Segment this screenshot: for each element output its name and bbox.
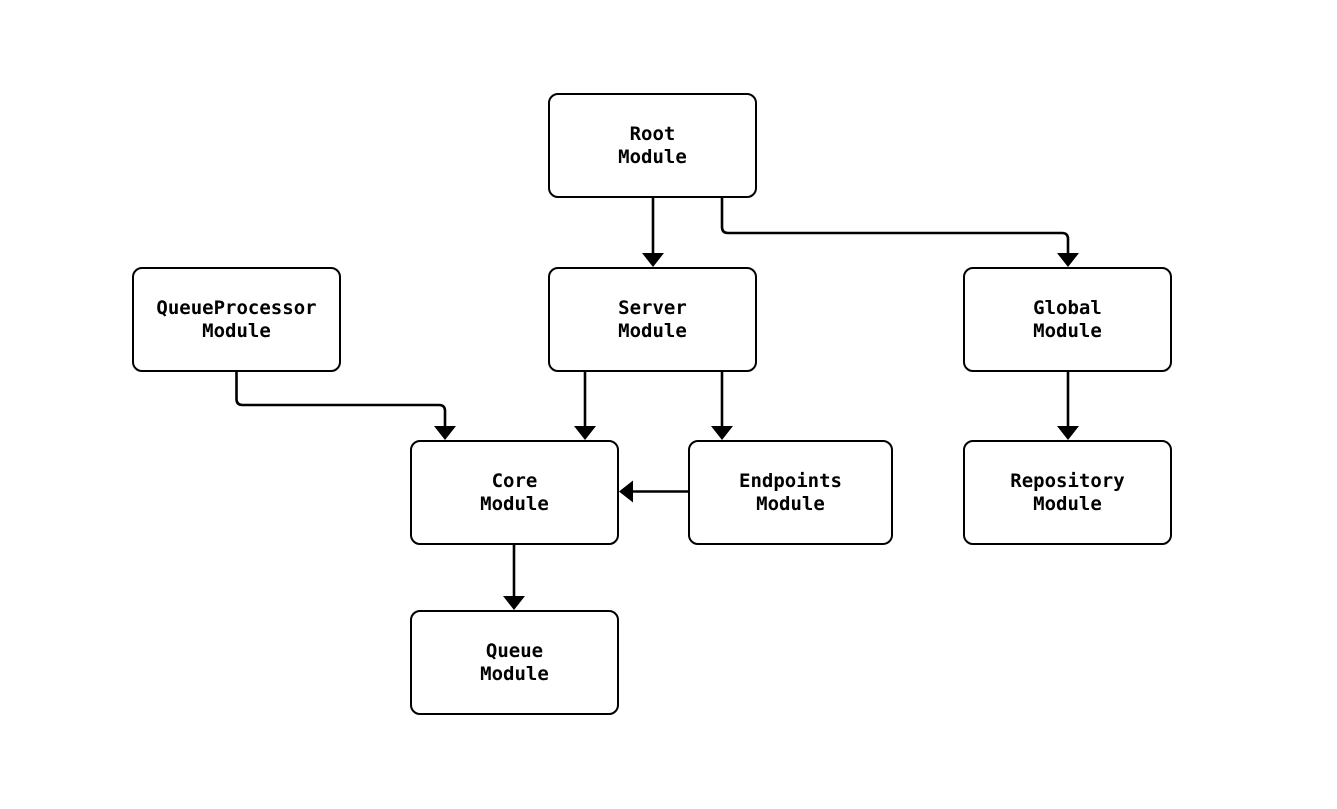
node-repository-label-line2: Module: [1033, 492, 1102, 515]
edge-server-to-endpoints: [711, 372, 733, 440]
node-root-label-line1: Root: [629, 122, 676, 145]
node-queueprocessor-label-line1: QueueProcessor: [156, 296, 317, 319]
node-root-module: Root Module: [548, 93, 757, 198]
node-root-label-line2: Module: [618, 145, 687, 168]
node-server-label-line2: Module: [618, 319, 687, 342]
edge-core-to-queue: [503, 545, 525, 610]
node-core-module: Core Module: [410, 440, 619, 545]
node-core-label-line2: Module: [480, 492, 549, 515]
node-queueprocessor-module: QueueProcessor Module: [132, 267, 341, 372]
node-queue-module: Queue Module: [410, 610, 619, 715]
node-queueprocessor-label-line2: Module: [202, 319, 271, 342]
node-global-module: Global Module: [963, 267, 1172, 372]
edge-endpoints-to-core: [619, 480, 688, 503]
node-repository-label-line1: Repository: [1010, 469, 1125, 492]
node-server-module: Server Module: [548, 267, 757, 372]
node-endpoints-label-line2: Module: [756, 492, 825, 515]
edge-queueprocessor-to-core: [235, 372, 456, 440]
edge-global-to-repository: [1057, 372, 1079, 440]
node-queue-label-line1: Queue: [485, 639, 544, 662]
node-repository-module: Repository Module: [963, 440, 1172, 545]
edge-root-to-server: [642, 198, 664, 267]
node-endpoints-label-line1: Endpoints: [739, 469, 842, 492]
edge-server-to-core: [574, 372, 596, 440]
edge-root-to-global: [720, 198, 1079, 267]
node-global-label-line1: Global: [1033, 296, 1102, 319]
node-server-label-line1: Server: [618, 296, 687, 319]
node-core-label-line1: Core: [491, 469, 538, 492]
node-endpoints-module: Endpoints Module: [688, 440, 893, 545]
node-global-label-line2: Module: [1033, 319, 1102, 342]
node-queue-label-line2: Module: [480, 662, 549, 685]
